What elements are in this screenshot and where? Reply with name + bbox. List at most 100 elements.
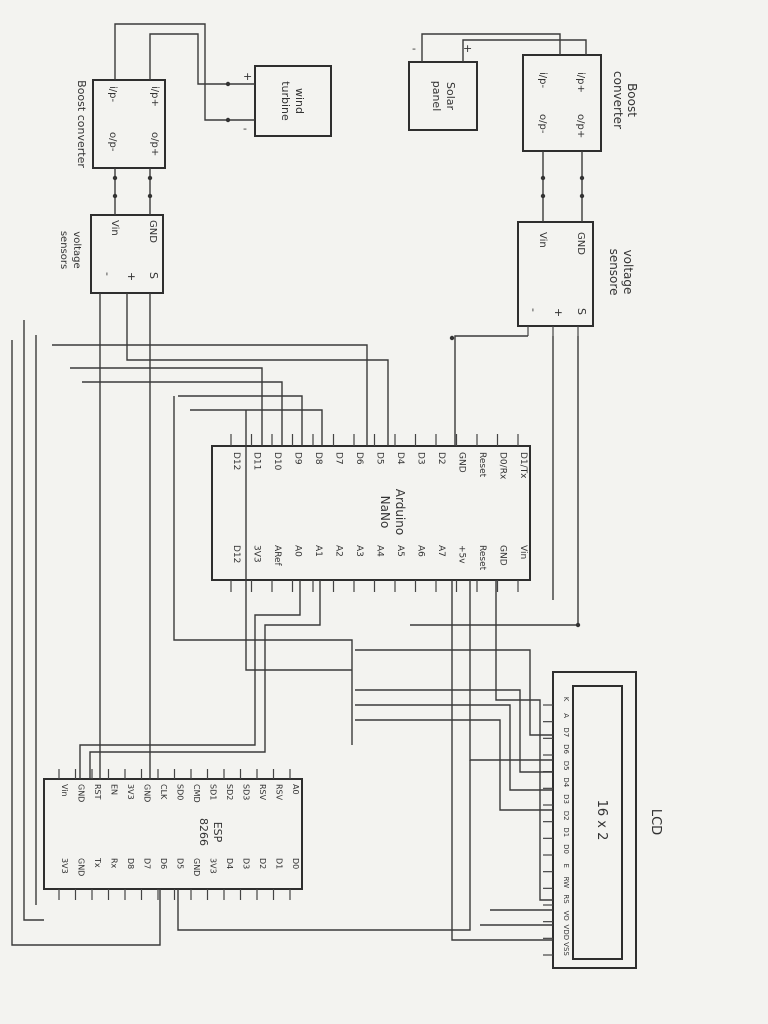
esp-name-2: 8266 xyxy=(197,818,210,846)
solar-panel-label-2: panel xyxy=(430,81,443,112)
arduino-right-pin-label: Reset xyxy=(477,545,487,571)
wind-turbine-label-1: wind xyxy=(293,88,306,114)
voltage-sensor-top: voltage sensore GND Vin - + S xyxy=(517,221,635,327)
esp-left-pin-label: RST xyxy=(93,784,102,800)
vs-top-title-1: voltage xyxy=(621,250,635,295)
boost-top-op-plus: o/p+ xyxy=(575,114,586,138)
lcd-pin-label: RW xyxy=(562,877,570,889)
lcd-pin-label: D0 xyxy=(562,844,570,854)
arduino-name-2: NaNo xyxy=(378,496,392,529)
arduino-right-pin-label: 3V3 xyxy=(252,545,262,563)
esp-right-pin-label: D2 xyxy=(258,858,267,869)
arduino-left-pin-label: D2 xyxy=(436,452,446,465)
arduino-right-pin-label: A6 xyxy=(416,545,426,557)
voltage-sensor-bottom: voltage sensors GND Vin - + S xyxy=(58,214,164,294)
top-wiring xyxy=(421,33,587,336)
esp-right-pin-label: 3V3 xyxy=(60,858,69,874)
lcd-pin-label: D7 xyxy=(562,727,570,737)
boost-bottom-op-plus: o/p+ xyxy=(149,132,160,156)
arduino-left-pin-label: Reset xyxy=(477,452,487,478)
boost-bottom-title: Boost converter xyxy=(75,80,88,168)
arduino-right-pin-label: A4 xyxy=(375,545,385,557)
arduino-right-pin-label: Vin xyxy=(518,545,528,559)
arduino-right-pin-label: ARef xyxy=(272,545,282,567)
esp-left-pin-label: SD1 xyxy=(209,784,218,800)
esp-left-pin-label: RSV xyxy=(275,784,284,801)
arduino-left-pin-label: D1/Tx xyxy=(518,452,528,479)
left-top-wiring xyxy=(112,23,255,215)
arduino-right-pin-label: GND xyxy=(498,545,508,566)
esp-left-pin-label: EN xyxy=(110,784,119,795)
vs-top-plus: + xyxy=(552,308,565,317)
esp-left-pin-label: CLK xyxy=(159,784,168,800)
esp-right-pin-label: GND xyxy=(77,858,86,876)
lcd-pin-label: D5 xyxy=(562,761,570,771)
boost-top-op-minus: o/p- xyxy=(537,114,548,134)
esp-left-pin-label: Vin xyxy=(60,784,69,797)
lcd-pin-label: VSS xyxy=(562,942,570,956)
wind-turbine: wind turbine + - xyxy=(243,65,332,137)
lcd-pin-label: A xyxy=(562,713,570,718)
esp-name-1: ESP xyxy=(211,822,224,843)
lcd-pin-label: D6 xyxy=(562,744,570,754)
boost-bottom-ip-plus: i/p+ xyxy=(149,86,160,107)
esp-right-pin-label: D7 xyxy=(143,858,152,869)
esp-left-pin-label: GND xyxy=(77,784,86,802)
lcd-pin-label: RS xyxy=(562,894,570,904)
arduino-name-1: Arduino xyxy=(393,489,407,535)
arduino-right-pin-label: A3 xyxy=(354,545,364,557)
arduino-right-pin-label: A7 xyxy=(436,545,446,557)
arduino-left-pin-label: D6 xyxy=(354,452,364,465)
esp-left-pin-label: A0 xyxy=(291,784,300,795)
esp-right-pin-label: D4 xyxy=(225,858,234,869)
vs-bottom-s: S xyxy=(147,272,160,279)
vs-bottom-title-1: voltage xyxy=(71,231,82,268)
arduino-right-pin-label: D12 xyxy=(231,545,241,563)
boost-converter-top: Boost converter i/p+ i/p- o/p+ o/p- xyxy=(522,54,639,152)
boost-top-title-2: converter xyxy=(611,71,625,129)
esp-left-pin-label: RSV xyxy=(258,784,267,801)
lcd-pin-label: VDD xyxy=(562,925,570,941)
lcd-title: LCD xyxy=(648,809,663,835)
esp-right-pin-label: Rx xyxy=(110,858,119,869)
wind-turbine-label-2: turbine xyxy=(279,81,292,121)
lcd-pin-label: K xyxy=(562,697,570,702)
vs-top-gnd: GND xyxy=(575,232,586,255)
boost-bottom-ip-minus: i/p- xyxy=(107,86,118,102)
esp-right-pin-label: D6 xyxy=(159,858,168,869)
vs-bottom-gnd: GND xyxy=(147,220,158,243)
esp-right-pin-label: GND xyxy=(192,858,201,876)
boost-top-title-1: Boost xyxy=(625,83,639,117)
esp8266: A0RSVRSVSD3SD2SD1CMDSD0CLKGND3V3ENRSTGND… xyxy=(43,769,303,900)
wind-turbine-minus: - xyxy=(243,122,247,135)
esp-right-pin-label: D5 xyxy=(176,858,185,869)
lcd-pin-label: E xyxy=(562,863,570,867)
solar-panel: Solar panel - + xyxy=(408,42,478,131)
vs-top-title-2: sensore xyxy=(607,249,621,296)
lcd-pin-label: D3 xyxy=(562,794,570,804)
vs-top-vin: Vin xyxy=(537,232,548,248)
esp-left-pin-label: SD2 xyxy=(225,784,234,800)
vs-bottom-minus: - xyxy=(101,272,114,276)
arduino-right-pin-label: A0 xyxy=(293,545,303,557)
arduino-left-pin-label: D10 xyxy=(272,452,282,471)
esp-right-pin-label: 3V3 xyxy=(209,858,218,874)
arduino-left-pin-label: D11 xyxy=(252,452,262,470)
boost-top-ip-minus: i/p- xyxy=(537,72,548,88)
arduino-left-pin-label: D3 xyxy=(416,452,426,465)
lcd-pin-label: VO xyxy=(562,911,570,922)
solar-panel-label-1: Solar xyxy=(444,82,457,111)
arduino-nano: D1/TxD0/RxResetGNDD2D3D4D5D6D7D8D9D10D11… xyxy=(211,434,531,592)
arduino-left-pin-label: D7 xyxy=(334,452,344,465)
vs-bottom-vin: Vin xyxy=(109,220,120,236)
esp-right-pin-label: Tx xyxy=(93,857,102,868)
arduino-left-pin-label: GND xyxy=(457,452,467,473)
lcd-pin-label: D2 xyxy=(562,811,570,821)
arduino-left-pin-label: D9 xyxy=(293,452,303,465)
esp-right-pin-label: D0 xyxy=(291,858,300,869)
solar-panel-minus: - xyxy=(412,42,416,55)
vs-bottom-plus: + xyxy=(125,272,138,281)
arduino-left-pin-label: D8 xyxy=(313,452,323,465)
wind-turbine-plus: + xyxy=(243,70,252,83)
